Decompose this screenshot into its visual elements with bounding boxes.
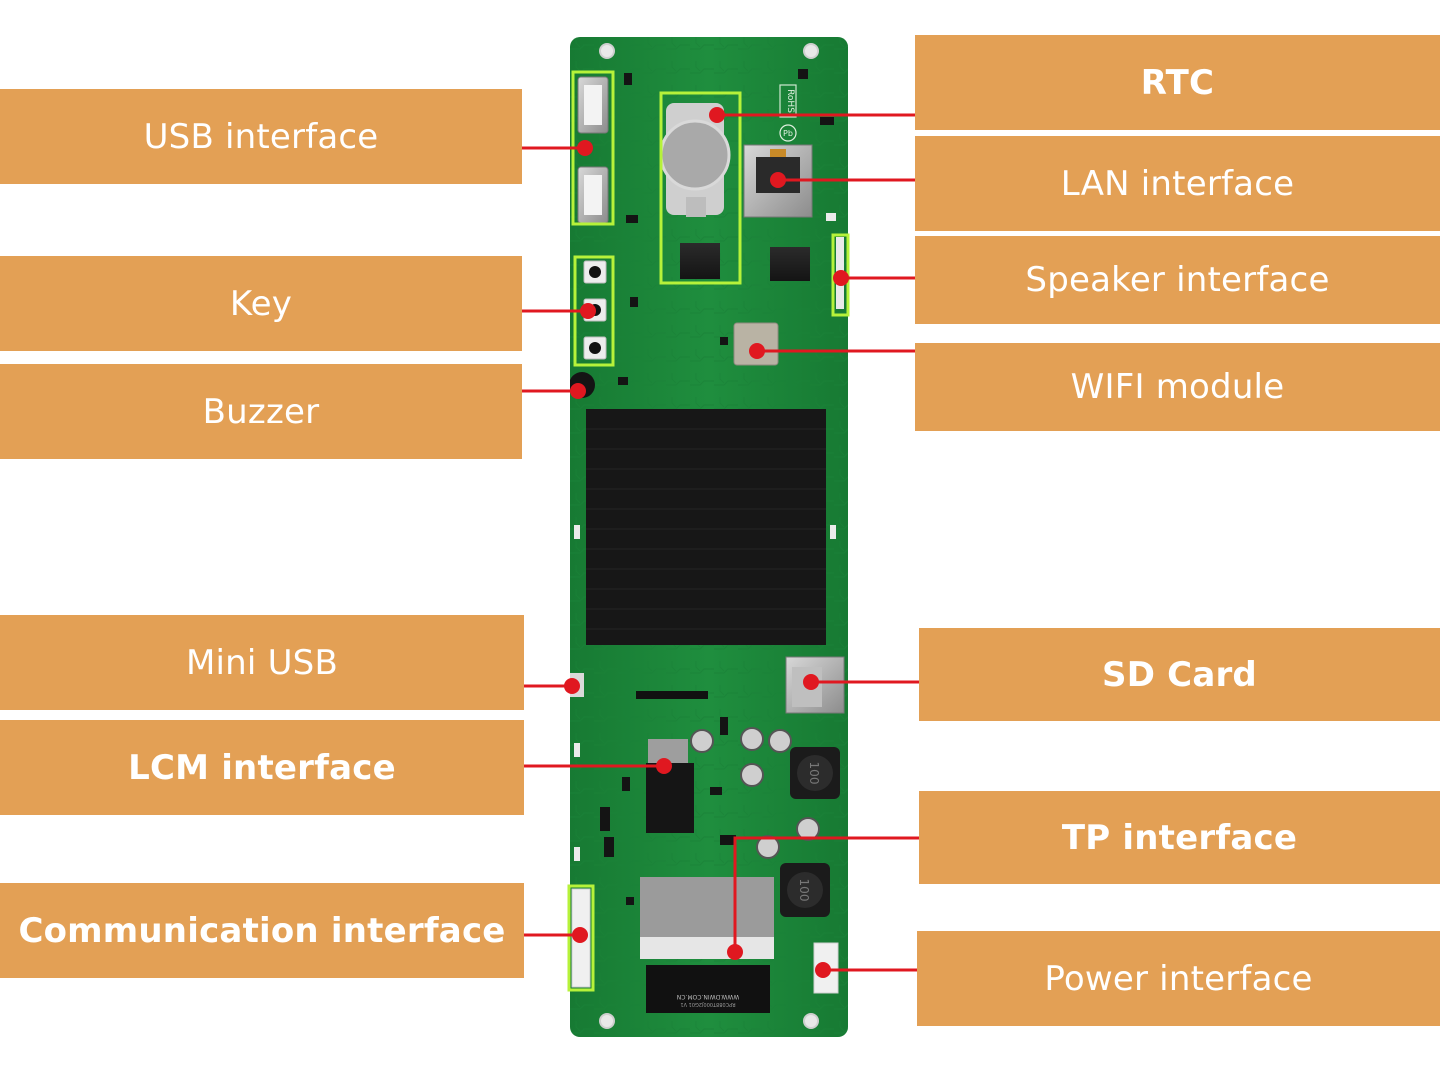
- svg-text:100: 100: [797, 879, 811, 902]
- label-usb-interface: USB interface: [0, 89, 522, 184]
- power-connector: [813, 942, 839, 994]
- lcm-connector: [648, 739, 688, 763]
- label-speaker-interface: Speaker interface: [915, 236, 1440, 324]
- mounting-holes: [599, 43, 819, 1029]
- label-tp-interface: TP interface: [919, 791, 1440, 884]
- rtc-battery: [659, 103, 731, 217]
- svg-text:RPC088T000J2G01 V1: RPC088T000J2G01 V1: [680, 1001, 735, 1007]
- buzzer: [570, 372, 595, 398]
- wifi-chip: [733, 322, 779, 366]
- rohs-mark: RoHS Pb: [779, 84, 797, 142]
- label-rtc: RTC: [915, 35, 1440, 130]
- fpc-connector: WWW.DWIN.COM.CN RPC088T000J2G01 V1: [640, 877, 774, 1013]
- pcb-board: RoHS Pb: [570, 37, 848, 1037]
- label-lcm-interface: LCM interface: [0, 720, 524, 815]
- svg-text:WWW.DWIN.COM.CN: WWW.DWIN.COM.CN: [677, 993, 739, 1000]
- communication-connector: [571, 888, 591, 988]
- label-lan-interface: LAN interface: [915, 136, 1440, 231]
- label-buzzer: Buzzer: [0, 364, 522, 459]
- label-key: Key: [0, 256, 522, 351]
- label-wifi-module: WIFI module: [915, 343, 1440, 431]
- mini-usb-port: [570, 673, 584, 697]
- svg-text:Pb: Pb: [783, 129, 793, 138]
- svg-text:100: 100: [807, 762, 821, 785]
- main-heatsink: [586, 409, 826, 645]
- label-sd-card: SD Card: [919, 628, 1440, 721]
- label-power-interface: Power interface: [917, 931, 1440, 1026]
- lan-jack: [743, 144, 813, 218]
- label-communication-interface: Communication interface: [0, 883, 524, 978]
- label-mini-usb: Mini USB: [0, 615, 524, 710]
- svg-text:RoHS: RoHS: [785, 89, 795, 113]
